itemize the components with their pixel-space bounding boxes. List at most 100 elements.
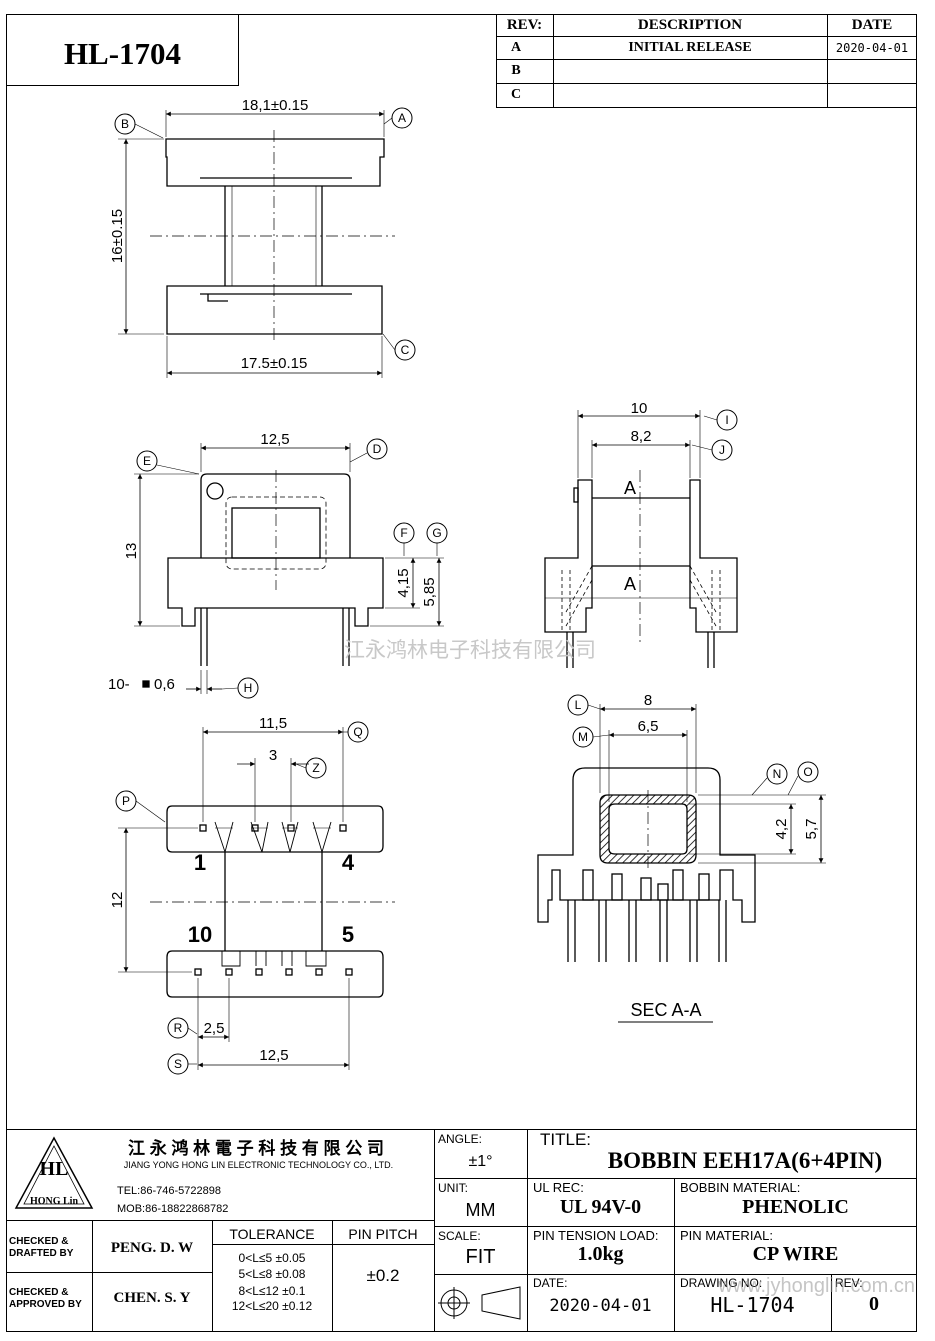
bottom-dim-115: 11,5 [259,715,287,732]
callout-d: D [373,442,382,456]
company-name-en: JIANG YONG HONG LIN ELECTRONIC TECHNOLOG… [123,1160,394,1170]
callout-l: L [575,698,582,712]
checked-drafted-label: CHECKED & DRAFTED BY [9,1236,74,1259]
section-dim-65: 6,5 [638,718,659,735]
section-dim-57: 5,7 [803,819,820,840]
callout-f: F [400,526,407,540]
tolerance-line-4: 12<L≤20 ±0.12 [231,1299,313,1313]
angle-label: ANGLE: [438,1132,483,1146]
pin-material-label: PIN MATERIAL: [680,1228,773,1243]
bottom-dim-3: 3 [269,747,277,764]
bottom-dim-25: 2,5 [204,1020,225,1037]
checked-approved-name: CHEN. S. Y [113,1290,191,1306]
checked-approved-label: CHECKED & APPROVED BY [9,1287,82,1310]
callout-b: B [121,117,129,131]
callout-j: J [719,443,725,457]
bobbin-material-value: PHENOLIC [742,1196,849,1218]
callout-g: G [432,526,441,540]
front-pin-note: 10- [108,676,130,693]
part-number: HL-1704 [63,36,182,71]
front-dim-width: 12,5 [260,431,289,448]
top-dim-bottom: 17.5±0.15 [241,355,308,372]
checked-drafted-name: PENG. D. W [110,1240,194,1256]
logo-sub: HONG Lin [29,1196,79,1207]
company-tel: TEL:86-746-5722898 [117,1185,221,1197]
callout-r: R [174,1021,183,1035]
callout-o: O [803,765,812,779]
side-view [544,410,738,668]
logo-text: HL [39,1158,69,1180]
ul-rec-label: UL REC: [533,1180,584,1195]
pin-material-value: CP WIRE [752,1243,839,1265]
pin-pitch-label: PIN PITCH [348,1226,418,1242]
date-value: 2020-04-01 [549,1296,652,1316]
company-name-cn: 江 永 鸿 林 電 子 科 技 有 限 公 司 [128,1139,384,1158]
section-dim-8: 8 [644,692,652,709]
angle-value: ±1° [468,1153,493,1170]
rev-row-a-description: INITIAL RELEASE [628,40,752,55]
pin-label-10: 10 [188,922,212,947]
projection-symbol-icon [438,1286,521,1320]
website-watermark: www.jyhonglin.com.cn [718,1275,915,1297]
rev-row-a: A [510,40,522,55]
callout-h: H [244,681,253,695]
callout-a: A [398,111,406,125]
top-dim-width: 18,1±0.15 [242,97,309,114]
watermark: 江永鸿林电子科技有限公司 [344,639,596,662]
front-pin-size: 0,6 [154,676,175,693]
drawing-border [6,14,917,1332]
side-section-a-bottom: A [624,574,636,594]
company-logo [14,1136,94,1209]
bobbin-material-label: BOBBIN MATERIAL: [680,1180,801,1195]
pin-tension-label: PIN TENSION LOAD: [533,1228,659,1243]
rev-header: REV: [506,17,543,33]
bottom-view [118,727,395,1070]
bottom-dim-12: 12 [109,892,126,909]
side-section-a-top: A [624,478,636,498]
callout-circles [114,107,819,1075]
part-number-box [6,14,239,86]
tolerance-line-2: 5<L≤8 ±0.08 [238,1267,306,1281]
section-caption: SEC A-A [630,1000,701,1020]
date-label: DATE: [533,1276,568,1290]
rev-row-c: C [510,87,522,102]
front-dim-585: 5,85 [421,577,438,606]
rev-row-b: B [511,63,521,78]
pin-label-5: 5 [342,922,354,947]
date-header: DATE [851,17,893,33]
title-block [6,1129,917,1333]
callout-e: E [143,454,151,468]
description-header: DESCRIPTION [637,17,743,33]
callout-n: N [773,767,782,781]
callout-i: I [725,413,728,427]
rev-label: REV: [835,1276,863,1290]
top-view [118,110,395,378]
front-dim-height: 13 [123,543,140,560]
rev-value: 0 [869,1293,879,1315]
callout-s: S [174,1057,182,1071]
drawing-no-value: HL-1704 [710,1293,795,1317]
rev-row-a-date: 2020-04-01 [835,41,909,55]
pin-pitch-value: ±0.2 [366,1266,400,1285]
scale-label: SCALE: [438,1229,481,1243]
callout-q: Q [353,725,362,739]
front-dim-415: 4,15 [395,568,412,597]
pin-label-4: 4 [342,850,355,875]
revision-table [496,14,917,108]
callout-z: Z [312,761,319,775]
unit-label: UNIT: [438,1181,468,1195]
tolerance-line-3: 8<L≤12 ±0.1 [238,1284,306,1298]
section-view [537,704,826,1023]
front-view [134,443,444,694]
callout-m: M [578,730,588,744]
tolerance-label: TOLERANCE [229,1226,315,1242]
company-mob: MOB:86-18822868782 [117,1203,229,1215]
tolerance-line-1: 0<L≤5 ±0.05 [238,1251,306,1265]
top-dim-height: 16±0.15 [109,209,126,263]
unit-value: MM [465,1200,496,1220]
title-value: BOBBIN EEH17A(6+4PIN) [607,1148,883,1173]
bottom-dim-125: 12,5 [259,1047,288,1064]
title-label: TITLE: [540,1130,592,1149]
callout-p: P [122,794,130,808]
